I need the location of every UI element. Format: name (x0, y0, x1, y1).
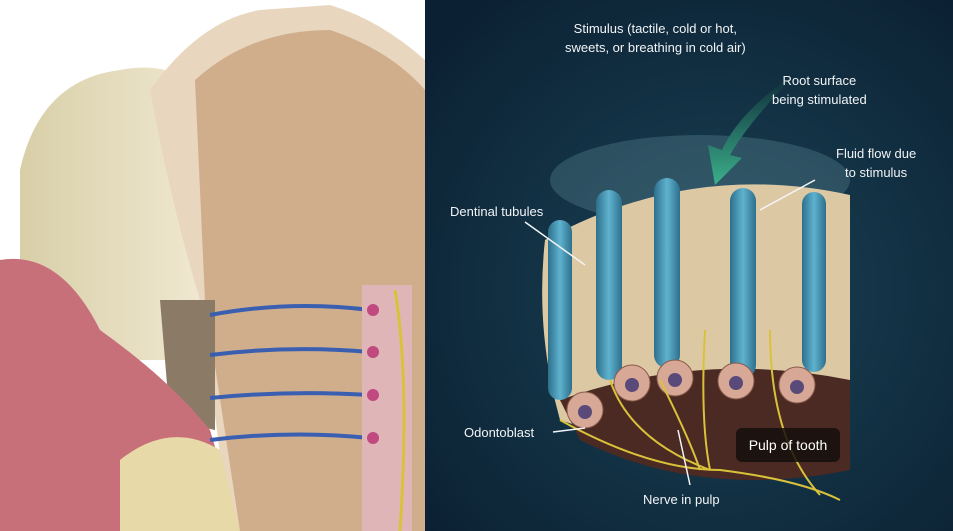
right-panel-magnified (425, 0, 953, 531)
dentinal-tubules (548, 178, 826, 400)
fluid-flow-label: Fluid flow due to stimulus (836, 144, 916, 182)
root-surface-label: Root surface being stimulated (772, 71, 867, 109)
pulp-nerves (559, 329, 841, 501)
leader-lines (524, 179, 816, 486)
dentinal-tubules-label: Dentinal tubules (450, 204, 544, 219)
fluid-flow-label-line2: to stimulus (845, 165, 908, 180)
left-odontoblasts (367, 304, 379, 444)
root-surface-label-line1: Root surface (782, 73, 857, 88)
stimulus-label-line2: sweets, or breathing in cold air) (565, 40, 746, 55)
nerve-in-pulp-label: Nerve in pulp (643, 492, 720, 507)
stimulus-arrow (708, 70, 800, 185)
left-nerve (393, 289, 406, 531)
root-surface-label-line2: being stimulated (772, 92, 867, 107)
pulp-of-tooth-label: Pulp of tooth (736, 428, 840, 462)
left-panel-cross-section (0, 0, 425, 531)
stimulus-label-line1: Stimulus (tactile, cold or hot, (573, 21, 737, 36)
stimulus-label: Stimulus (tactile, cold or hot, sweets, … (565, 19, 746, 57)
left-tubules (209, 304, 371, 442)
bone (120, 437, 240, 531)
fluid-flow-label-line1: Fluid flow due (836, 146, 917, 161)
odontoblast-label: Odontoblast (464, 425, 535, 440)
odontoblast-nuclei (578, 373, 804, 419)
